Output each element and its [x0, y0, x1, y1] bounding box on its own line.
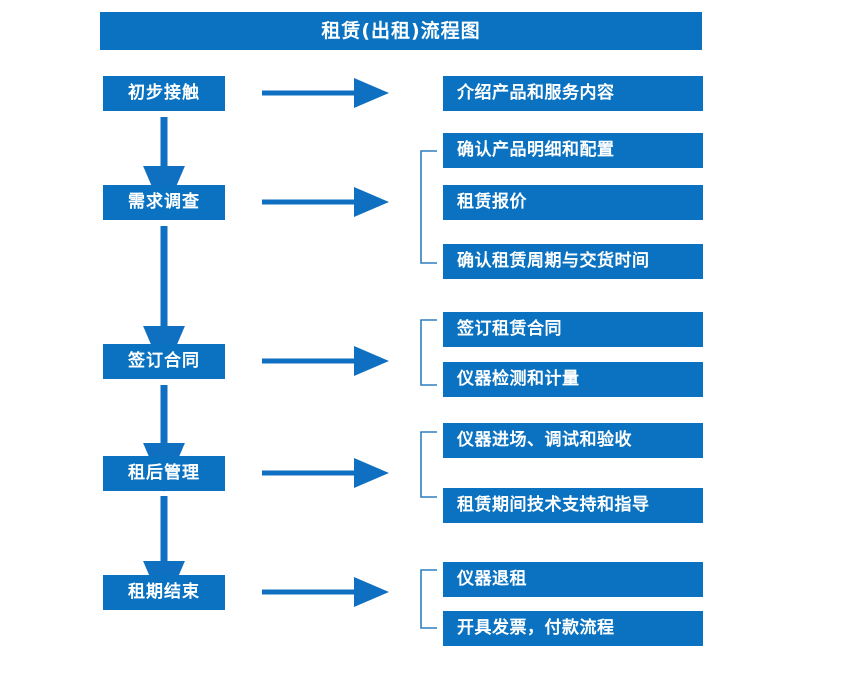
detail-box-2[interactable]: 确认产品明细和配置	[443, 133, 703, 168]
detail-label-3: 租赁报价	[457, 192, 527, 212]
diagram-title: 租赁(出租)流程图	[321, 19, 481, 42]
stage-label-1: 初步接触	[128, 83, 200, 103]
stage-box-3[interactable]: 签订合同	[103, 344, 225, 379]
detail-label-1: 介绍产品和服务内容	[457, 83, 615, 103]
detail-label-6: 仪器检测和计量	[457, 369, 580, 389]
stage-box-2[interactable]: 需求调查	[103, 185, 225, 220]
group-bracket-4	[420, 569, 437, 629]
detail-box-8[interactable]: 租赁期间技术支持和指导	[443, 488, 703, 523]
detail-box-4[interactable]: 确认租赁周期与交货时间	[443, 244, 703, 279]
detail-box-3[interactable]: 租赁报价	[443, 185, 703, 220]
group-bracket-1	[420, 150, 437, 264]
detail-label-2: 确认产品明细和配置	[457, 140, 615, 160]
stage-box-4[interactable]: 租后管理	[103, 456, 225, 491]
stage-label-4: 租后管理	[128, 463, 200, 483]
detail-box-9[interactable]: 仪器退租	[443, 562, 703, 597]
stage-box-1[interactable]: 初步接触	[103, 76, 225, 111]
detail-box-5[interactable]: 签订租赁合同	[443, 312, 703, 347]
group-bracket-2	[420, 319, 437, 386]
group-bracket-3	[420, 431, 437, 498]
diagram-title-bar: 租赁(出租)流程图	[100, 12, 702, 50]
detail-box-6[interactable]: 仪器检测和计量	[443, 362, 703, 397]
stage-label-3: 签订合同	[128, 351, 200, 371]
detail-label-5: 签订租赁合同	[457, 319, 562, 339]
detail-box-10[interactable]: 开具发票，付款流程	[443, 611, 703, 646]
detail-label-10: 开具发票，付款流程	[457, 618, 615, 638]
detail-label-7: 仪器进场、调试和验收	[457, 430, 632, 450]
stage-box-5[interactable]: 租期结束	[103, 575, 225, 610]
stage-label-5: 租期结束	[128, 582, 200, 602]
detail-box-7[interactable]: 仪器进场、调试和验收	[443, 423, 703, 458]
stage-label-2: 需求调查	[128, 192, 200, 212]
detail-label-8: 租赁期间技术支持和指导	[457, 495, 650, 515]
detail-label-9: 仪器退租	[457, 569, 527, 589]
detail-box-1[interactable]: 介绍产品和服务内容	[443, 76, 703, 111]
detail-label-4: 确认租赁周期与交货时间	[457, 251, 650, 271]
